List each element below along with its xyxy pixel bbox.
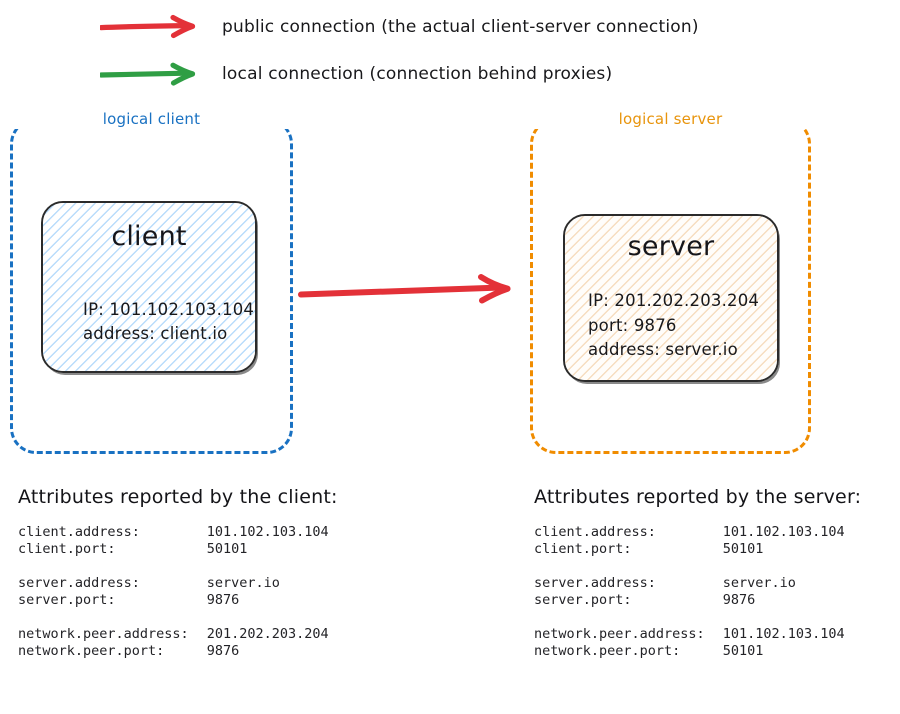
arrow-right-icon (100, 14, 202, 40)
attr-key: network.peer.address: (534, 626, 705, 642)
table-row-spacer (534, 558, 845, 575)
client-attributes-heading: Attributes reported by the client: (18, 486, 338, 508)
client-node-properties: IP: 101.102.103.104 address: client.io (43, 298, 255, 348)
client-node-hatch (43, 203, 255, 371)
client-node-prop-ip: IP: 101.102.103.104 (83, 299, 255, 319)
attr-key: client.port: (534, 541, 632, 557)
client-attributes-block: Attributes reported by the client: clien… (18, 488, 338, 660)
server-node-prop-port: port: 9876 (588, 315, 677, 335)
public-connection-arrow (298, 270, 518, 314)
attr-value: server.io (722, 575, 796, 591)
table-row: network.peer.port: 9876 (18, 643, 329, 660)
table-row: network.peer.address: 101.102.103.104 (534, 626, 845, 643)
table-row: server.address: server.io (534, 575, 845, 592)
attr-key: client.port: (18, 541, 116, 557)
table-row: server.port: 9876 (18, 592, 329, 609)
table-row: client.address: 101.102.103.104 (534, 524, 845, 541)
attr-value: 201.202.203.204 (206, 626, 329, 642)
table-row: network.peer.port: 50101 (534, 643, 845, 660)
attr-value: 50101 (206, 541, 248, 557)
attr-key: network.peer.address: (18, 626, 189, 642)
attr-value: 9876 (206, 592, 240, 608)
legend-item-local: local connection (connection behind prox… (100, 61, 612, 87)
attr-key: server.port: (534, 592, 632, 608)
attr-value: 101.102.103.104 (722, 626, 845, 642)
server-node[interactable]: server IP: 201.202.203.204 port: 9876 ad… (563, 214, 779, 382)
attr-key: client.address: (534, 524, 656, 540)
legend-label-public: public connection (the actual client-ser… (222, 16, 699, 37)
table-row: server.address: server.io (18, 575, 329, 592)
attr-value: server.io (206, 575, 280, 591)
server-node-prop-address: address: server.io (588, 340, 738, 360)
legend-item-public: public connection (the actual client-ser… (100, 14, 699, 40)
server-node-prop-ip: IP: 201.202.203.204 (588, 290, 760, 310)
attr-key: server.address: (18, 575, 140, 591)
client-node-title: client (111, 221, 187, 252)
attr-value: 9876 (722, 592, 756, 608)
attr-value: 101.102.103.104 (722, 524, 845, 540)
attr-value: 101.102.103.104 (206, 524, 329, 540)
client-node-prop-address: address: client.io (83, 324, 228, 344)
server-node-title: server (627, 231, 715, 262)
attr-key: network.peer.port: (534, 643, 681, 659)
table-row-spacer (18, 609, 329, 626)
logical-server-caption: logical server (533, 110, 808, 129)
attr-value: 9876 (206, 643, 240, 659)
server-attributes-table: client.address: 101.102.103.104 client.p… (534, 524, 845, 660)
server-node-properties: IP: 201.202.203.204 port: 9876 address: … (565, 289, 777, 363)
attr-value: 50101 (722, 541, 764, 557)
logical-server-group: logical server (530, 110, 811, 454)
table-row: server.port: 9876 (534, 592, 845, 609)
client-node[interactable]: client IP: 101.102.103.104 address: clie… (41, 201, 257, 373)
table-row: client.address: 101.102.103.104 (18, 524, 329, 541)
table-row: network.peer.address: 201.202.203.204 (18, 626, 329, 643)
logical-client-caption: logical client (13, 110, 290, 129)
table-row: client.port: 50101 (18, 541, 329, 558)
table-row-spacer (18, 558, 329, 575)
attr-value: 50101 (722, 643, 764, 659)
attr-key: network.peer.port: (18, 643, 165, 659)
table-row-spacer (534, 609, 845, 626)
server-node-hatch (565, 216, 777, 380)
arrow-right-icon (100, 61, 202, 87)
attr-key: server.address: (534, 575, 656, 591)
logical-client-group: logical client (10, 110, 293, 454)
legend-label-local: local connection (connection behind prox… (222, 63, 613, 84)
server-attributes-block: Attributes reported by the server: clien… (534, 488, 861, 660)
attr-key: client.address: (18, 524, 140, 540)
client-attributes-table: client.address: 101.102.103.104 client.p… (18, 524, 329, 660)
table-row: client.port: 50101 (534, 541, 845, 558)
server-attributes-heading: Attributes reported by the server: (534, 486, 862, 508)
attr-key: server.port: (18, 592, 116, 608)
